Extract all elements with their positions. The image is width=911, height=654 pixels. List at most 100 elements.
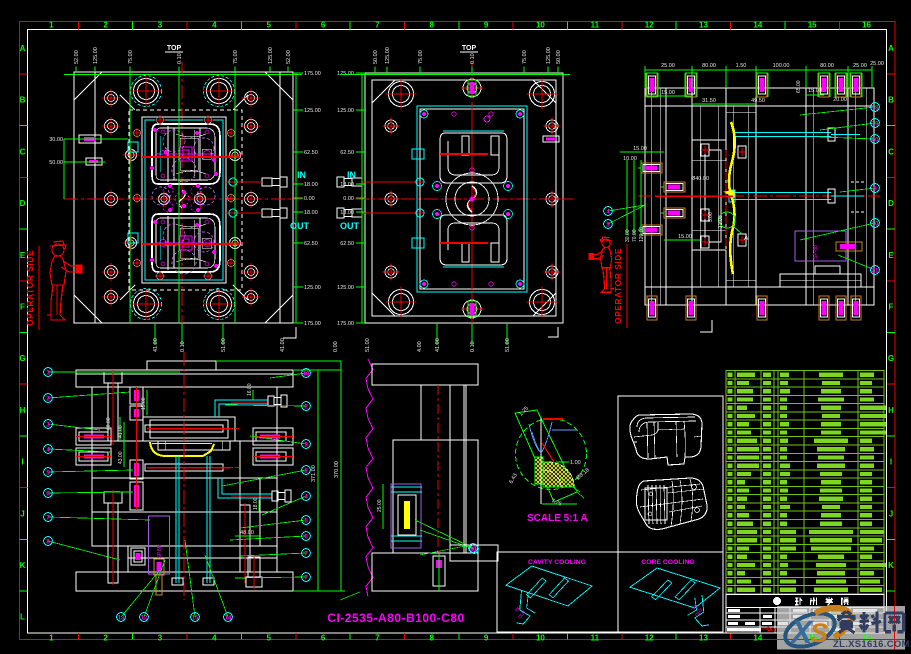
svg-text:14: 14 [753, 634, 762, 643]
svg-text:11: 11 [471, 547, 478, 553]
svg-text:1: 1 [46, 370, 50, 376]
svg-text:20: 20 [872, 137, 879, 143]
svg-text:5: 5 [304, 518, 308, 524]
svg-text:15.00: 15.00 [808, 88, 822, 94]
svg-text:4 C: 4 C [770, 628, 778, 634]
svg-text:120.00: 120.00 [639, 226, 645, 242]
svg-text:9: 9 [873, 186, 877, 192]
svg-text:OUT: OUT [517, 609, 527, 620]
svg-text:7: 7 [304, 575, 308, 581]
svg-text:8: 8 [430, 634, 435, 643]
svg-text:B: B [888, 96, 894, 105]
svg-text:IN: IN [297, 170, 306, 180]
svg-text:12: 12 [645, 634, 654, 643]
svg-text:18.00: 18.00 [304, 210, 318, 216]
svg-text:52.00: 52.00 [286, 50, 292, 64]
svg-text:15.00: 15.00 [661, 90, 675, 96]
svg-text:51.00: 51.00 [221, 338, 227, 352]
svg-text:I: I [21, 458, 23, 467]
svg-text:20.00: 20.00 [833, 97, 847, 103]
svg-text:25.00: 25.00 [853, 63, 867, 69]
svg-text:125.00: 125.00 [385, 47, 391, 64]
svg-text:51.00: 51.00 [505, 338, 511, 352]
svg-text:7: 7 [46, 515, 50, 521]
svg-text:0.00: 0.00 [343, 196, 354, 202]
svg-text:OUT: OUT [694, 607, 704, 618]
svg-text:K: K [20, 561, 26, 570]
svg-text:43.00: 43.00 [118, 451, 124, 464]
svg-text:75.00: 75.00 [418, 50, 424, 64]
svg-text:5: 5 [46, 470, 50, 476]
svg-text:19: 19 [872, 121, 879, 127]
svg-text:12.00: 12.00 [718, 215, 724, 228]
svg-text:9: 9 [484, 634, 489, 643]
svg-text:7: 7 [375, 21, 380, 30]
svg-text:62.50: 62.50 [304, 241, 318, 247]
svg-text:62.50: 62.50 [304, 150, 318, 156]
svg-text:25.00: 25.00 [870, 61, 884, 67]
svg-text:15.00: 15.00 [141, 397, 147, 410]
svg-text:7.25: 7.25 [550, 498, 562, 507]
svg-text:25.00: 25.00 [661, 63, 675, 69]
svg-text:IN: IN [347, 170, 356, 180]
svg-text:E: E [888, 251, 894, 260]
svg-text:L: L [20, 613, 25, 622]
svg-text:ZL.XS1616.COM: ZL.XS1616.COM [833, 639, 910, 650]
svg-text:12: 12 [645, 21, 654, 30]
svg-text:41.00: 41.00 [435, 338, 441, 352]
svg-text:48.00: 48.00 [240, 530, 254, 536]
svg-text:D: D [20, 199, 26, 208]
svg-text:6.43: 6.43 [508, 473, 518, 485]
svg-text:0.00: 0.00 [304, 196, 315, 202]
svg-text:J: J [20, 509, 24, 518]
svg-text:75.00: 75.00 [128, 50, 134, 64]
svg-text:5: 5 [266, 634, 271, 643]
svg-text:G: G [888, 354, 894, 363]
svg-text:51.00: 51.00 [365, 338, 371, 352]
svg-text:10.00: 10.00 [623, 156, 637, 162]
svg-text:8: 8 [304, 468, 308, 474]
svg-text:18.00: 18.00 [253, 497, 259, 510]
svg-text:10: 10 [872, 221, 879, 227]
svg-text:C: C [20, 147, 26, 156]
svg-text:0.00: 0.00 [333, 341, 339, 352]
svg-text:70.00: 70.00 [632, 229, 638, 242]
svg-text:50.00: 50.00 [373, 50, 379, 64]
svg-text:13: 13 [699, 21, 708, 30]
svg-text:175.00: 175.00 [337, 321, 354, 327]
svg-text:X: X [789, 614, 814, 650]
svg-text:A: A [744, 235, 749, 242]
svg-text:65.00: 65.00 [796, 80, 802, 93]
svg-text:41.00: 41.00 [280, 338, 286, 352]
svg-text:1: 1 [49, 634, 54, 643]
svg-text:OUT: OUT [290, 221, 310, 231]
svg-text:125.00: 125.00 [337, 285, 354, 291]
svg-text:4: 4 [212, 21, 217, 30]
svg-text:371.00: 371.00 [311, 465, 317, 482]
svg-text:13: 13 [118, 615, 125, 621]
svg-text:13: 13 [699, 634, 708, 643]
svg-text:14: 14 [753, 21, 762, 30]
svg-text:G: G [19, 354, 25, 363]
svg-text:8: 8 [46, 539, 50, 545]
svg-text:OPERATOR SIDE: OPERATOR SIDE [25, 250, 35, 326]
svg-text:IN: IN [514, 606, 521, 613]
svg-text:62.50: 62.50 [340, 150, 354, 156]
svg-text:TOP: TOP [167, 45, 182, 52]
svg-text:H: H [888, 406, 894, 415]
svg-text:175.00: 175.00 [304, 71, 321, 77]
svg-text:1: 1 [49, 21, 54, 30]
svg-text:16: 16 [862, 21, 871, 30]
svg-text:C: C [888, 147, 894, 156]
svg-text:0.10: 0.10 [470, 53, 476, 64]
svg-text:TOP: TOP [462, 45, 477, 52]
svg-text:11: 11 [591, 21, 600, 30]
svg-text:3: 3 [158, 21, 163, 30]
svg-text:16.00: 16.00 [247, 383, 253, 396]
svg-text:31.50: 31.50 [702, 98, 716, 104]
svg-text:2: 2 [304, 404, 308, 410]
svg-text:16: 16 [862, 634, 871, 643]
svg-text:50.00: 50.00 [49, 160, 63, 166]
svg-text:125.00: 125.00 [268, 47, 274, 64]
svg-text:SP88: SP88 [157, 545, 163, 558]
